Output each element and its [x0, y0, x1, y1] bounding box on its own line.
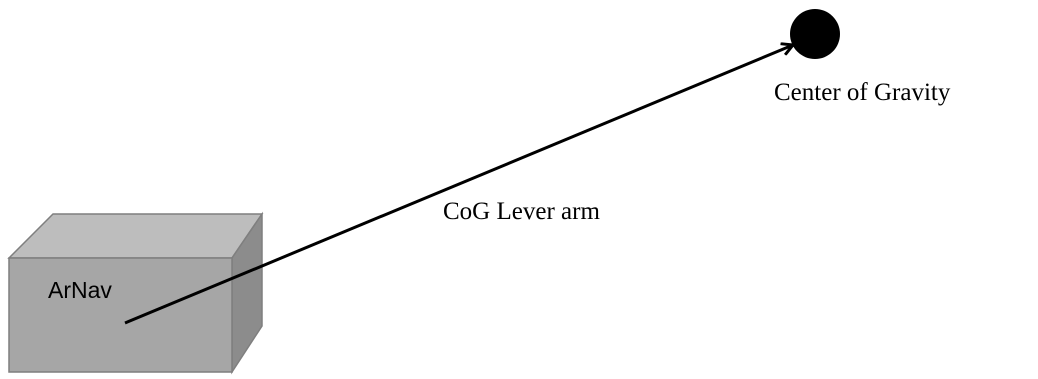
center-of-gravity-label: Center of Gravity — [774, 79, 951, 106]
arnav-box-label: ArNav — [48, 277, 112, 303]
arnav-box: ArNav — [7, 211, 264, 375]
arnav-box-front — [8, 257, 233, 373]
lever-arm-arrow — [124, 45, 793, 325]
arnav-box-top — [7, 213, 264, 259]
center-of-gravity-point — [790, 9, 840, 59]
lever-arm-label: CoG Lever arm — [443, 198, 600, 225]
